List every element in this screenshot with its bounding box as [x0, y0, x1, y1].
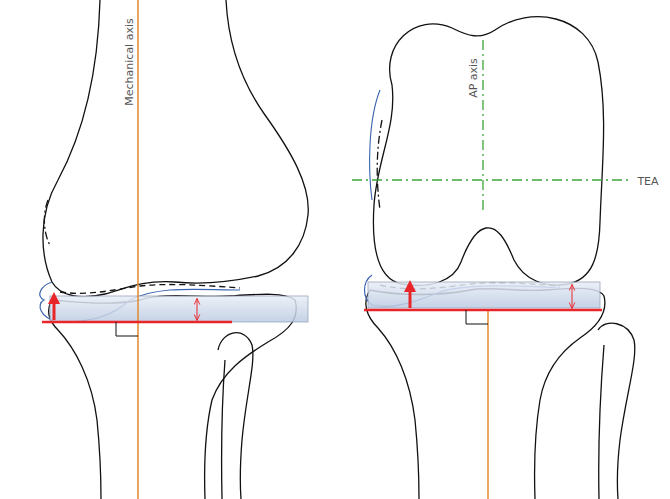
left-knee	[40, 0, 308, 499]
osteophyte-outline	[370, 90, 380, 200]
resection-band	[368, 282, 600, 308]
tea-line	[352, 179, 632, 180]
red-arrow	[53, 298, 56, 320]
fibula-outline	[599, 345, 604, 499]
mechanical-axis-line	[137, 0, 139, 499]
red-arrow	[409, 286, 412, 308]
right-knee	[365, 17, 635, 499]
thickness-arrow	[572, 285, 573, 308]
resection-line	[364, 309, 602, 312]
resection-line	[42, 321, 232, 324]
tibia-outline	[52, 294, 296, 499]
resection-band	[50, 296, 308, 322]
axis-label: TEA	[637, 176, 658, 187]
right-angle	[466, 310, 488, 324]
right-angle	[116, 322, 138, 336]
fibula-outline	[218, 333, 253, 499]
tibia-outline	[370, 288, 605, 499]
tibia-outline	[366, 290, 419, 499]
ap-axis-line	[482, 40, 483, 210]
femur-dashed	[377, 120, 382, 210]
femur-outline	[373, 17, 603, 286]
axis-line	[487, 310, 489, 499]
femur-outline	[43, 0, 308, 297]
fibula-outline	[598, 323, 635, 499]
axis-label: AP axis	[468, 58, 479, 98]
femur-dashed	[44, 200, 50, 245]
axis-label: Mechanical axis	[124, 18, 135, 105]
tibia-outline	[49, 300, 101, 499]
fibula-outline	[222, 360, 225, 499]
joint-line-dashed	[60, 285, 240, 294]
thickness-arrow	[197, 299, 198, 320]
